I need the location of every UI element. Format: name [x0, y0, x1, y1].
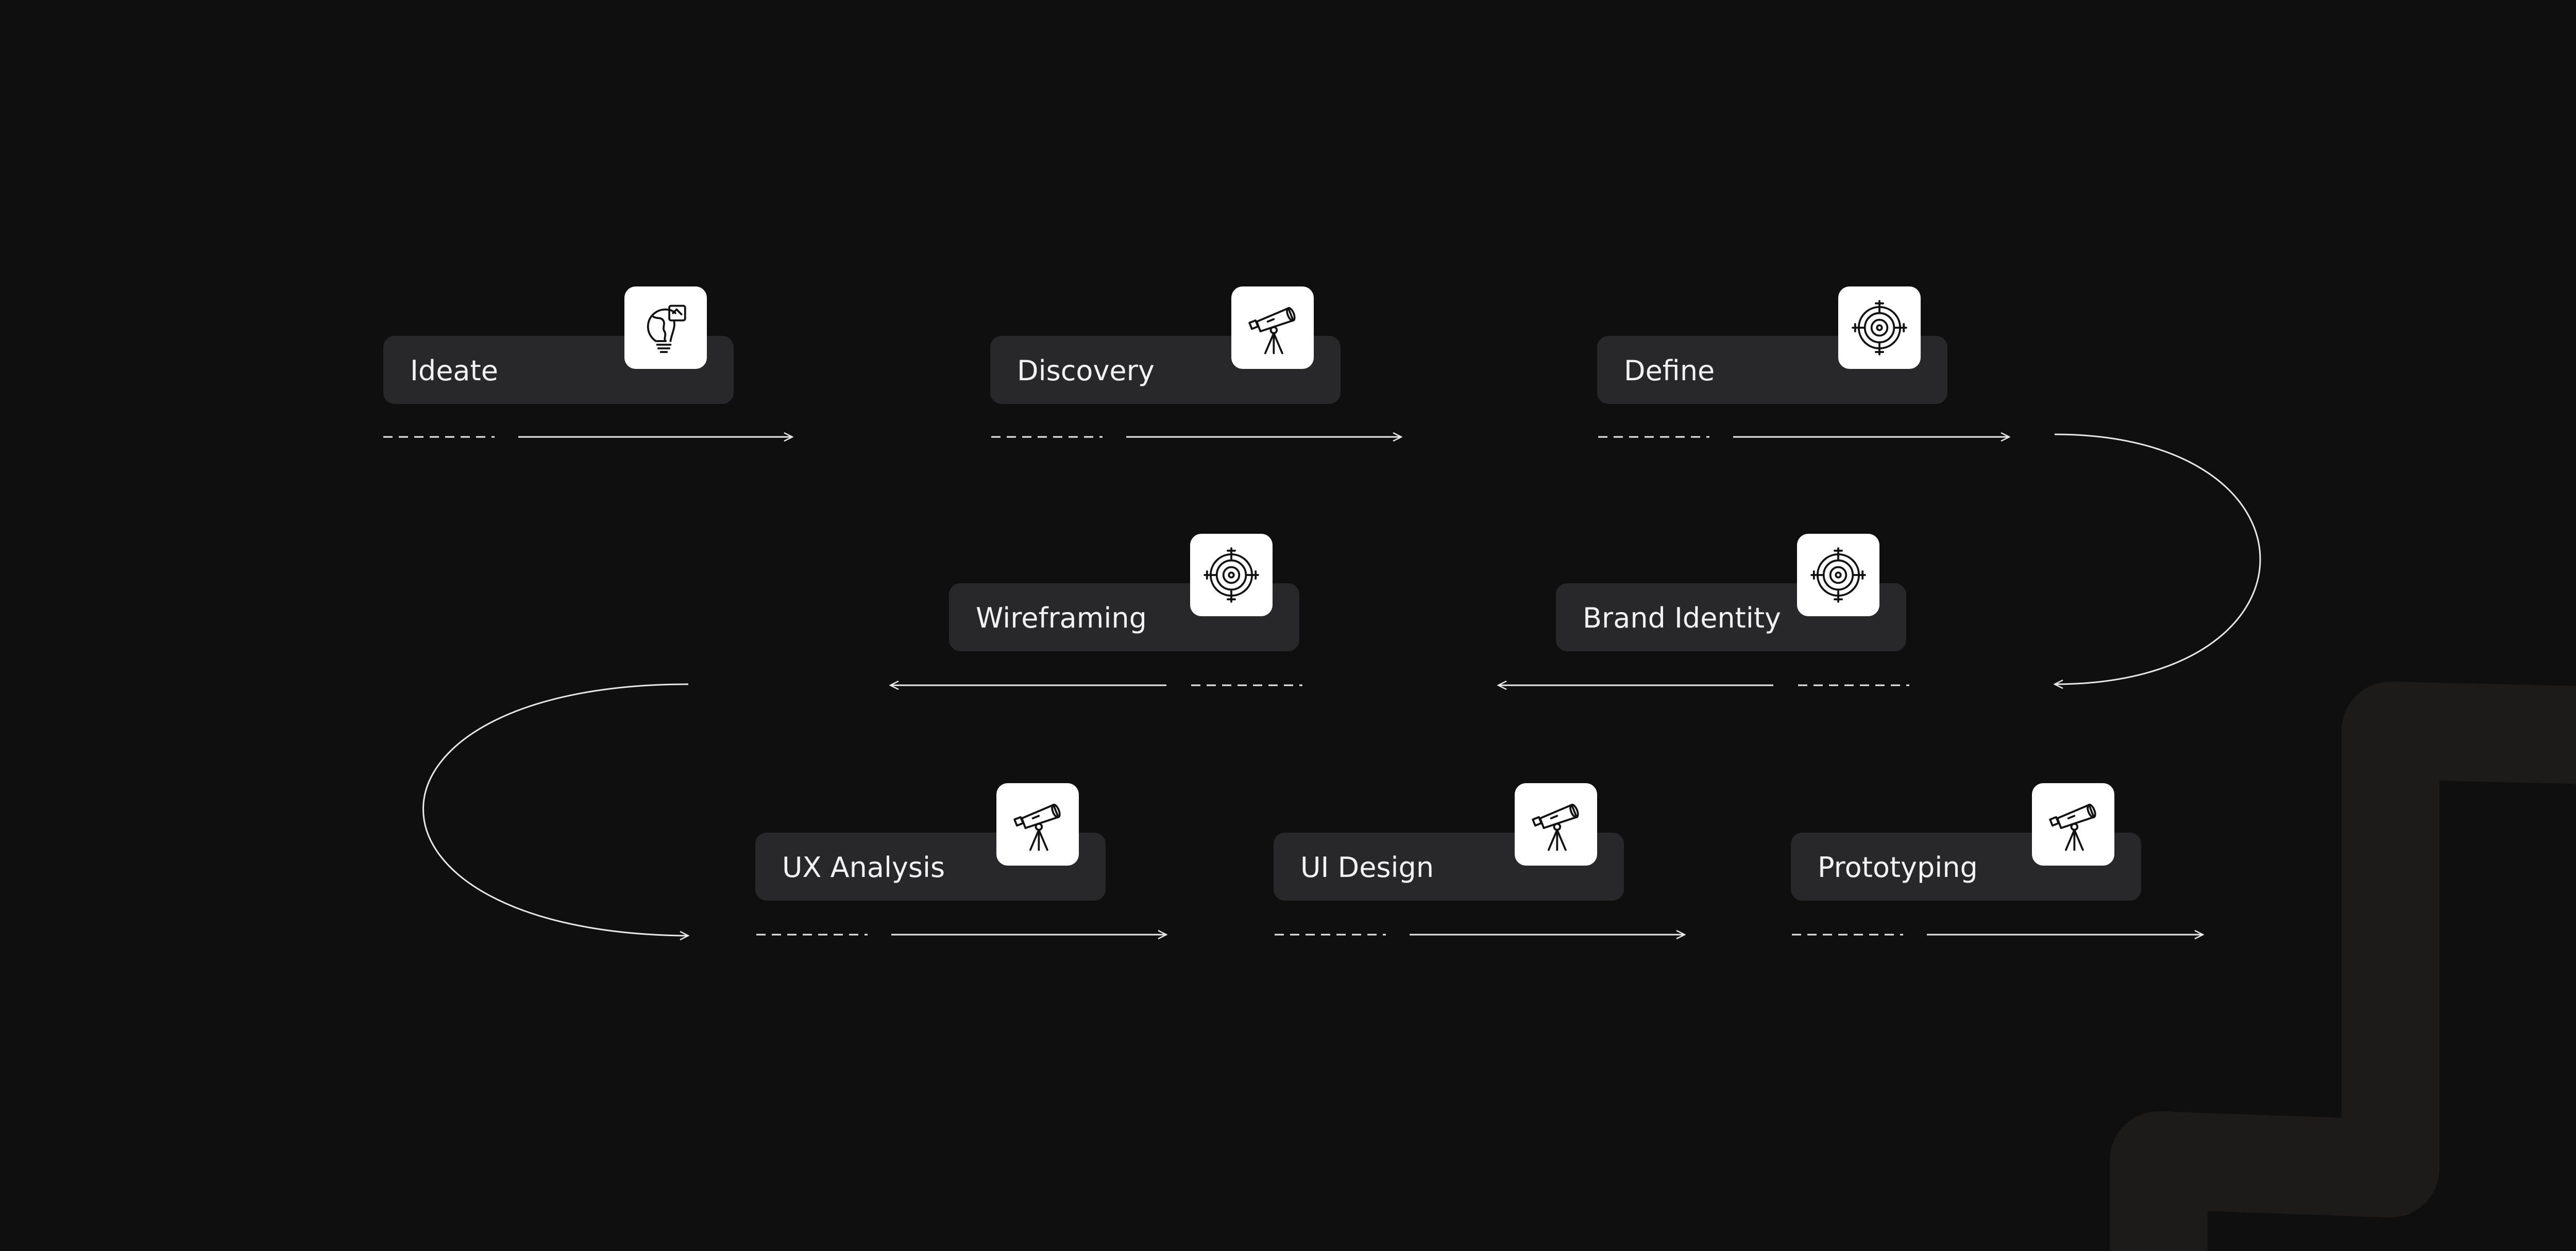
step-label: UX Analysis [782, 851, 945, 884]
telescope-icon [2032, 783, 2114, 866]
step-label: Discovery [1017, 354, 1155, 387]
step-label: Prototyping [1818, 851, 1978, 884]
curve-left [422, 683, 689, 936]
lightbulb-puzzle-icon [624, 286, 707, 369]
target-crosshair-icon [1190, 534, 1273, 616]
step-label: Brand Identity [1583, 602, 1781, 634]
telescope-icon [996, 783, 1079, 866]
step-label: UI Design [1300, 851, 1434, 884]
target-crosshair-icon [1838, 286, 1921, 369]
step-ux-analysis: UX Analysis [755, 833, 1106, 901]
telescope-icon [1515, 783, 1597, 866]
step-label: Ideate [410, 354, 498, 387]
telescope-icon [1231, 286, 1314, 369]
step-label: Define [1624, 354, 1715, 387]
target-crosshair-icon [1797, 534, 1879, 616]
step-label: Wireframing [976, 602, 1147, 634]
curve-right [2055, 433, 2261, 684]
